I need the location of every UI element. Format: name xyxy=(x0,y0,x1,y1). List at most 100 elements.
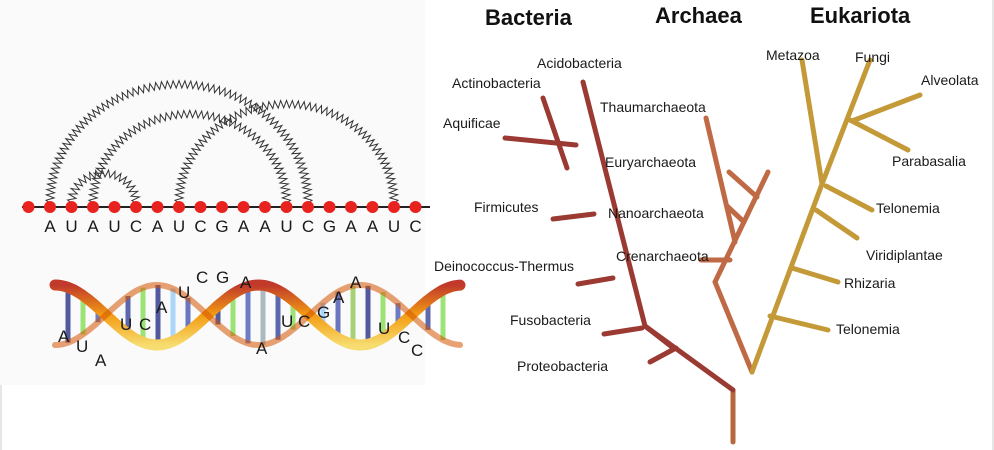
archaea-main-branch xyxy=(712,169,771,375)
sequence-letter: A xyxy=(238,217,250,236)
base-pair-arcs xyxy=(44,79,400,204)
nucleotide-node xyxy=(302,201,314,213)
nucleotide-node xyxy=(409,201,422,213)
taxon-alveolata: Alveolata xyxy=(921,72,979,88)
sequence-letter: A xyxy=(44,217,56,236)
eukariota-branch-telonemia-bottom xyxy=(767,313,831,333)
sequence-letter: A xyxy=(367,217,379,236)
bacteria-branch-proteobacteria xyxy=(642,323,675,350)
nucleotide-node xyxy=(173,201,185,213)
helix-letter: G xyxy=(317,303,330,322)
helix-letter: C xyxy=(196,268,208,287)
nucleotide-node xyxy=(366,201,379,213)
sequence-letter: G xyxy=(323,217,336,236)
sequence-letter: A xyxy=(259,217,271,236)
bacteria-branch-aquificae xyxy=(502,135,579,148)
taxon-actinobacteria: Actinobacteria xyxy=(452,75,541,91)
helix-letter: U xyxy=(281,312,293,331)
helix-letter: A xyxy=(58,327,70,346)
helix-letter: U xyxy=(120,315,132,334)
taxon-telonemia-2: Telonemia xyxy=(836,321,900,337)
sequence-letter: C xyxy=(130,217,142,236)
helix-letter: U xyxy=(178,283,190,302)
eukariota-branch-alveolata xyxy=(849,92,923,124)
bacteria-branch-actinobacteria xyxy=(540,95,570,171)
nucleotide-node xyxy=(388,201,400,213)
nucleotide-node xyxy=(65,201,78,213)
taxon-fusobacteria: Fusobacteria xyxy=(510,312,591,328)
taxon-thaumarchaeota: Thaumarchaeota xyxy=(600,99,706,115)
eukariota-branch-fungi xyxy=(819,57,873,187)
archaea-branch-thaumarchaeota xyxy=(703,115,738,245)
taxon-deinococcus-thermus: Deinococcus-Thermus xyxy=(434,258,574,274)
taxon-nanoarchaeota: Nanoarchaeota xyxy=(608,205,704,221)
bacteria-branch-deinococcus xyxy=(575,275,616,287)
nucleotide-node xyxy=(259,201,271,213)
sequence-letter: C xyxy=(409,217,421,236)
taxon-aquificae: Aquificae xyxy=(443,115,501,131)
helix-letter: C xyxy=(298,312,310,331)
helix-letter: G xyxy=(216,268,229,287)
nucleotide-node xyxy=(216,201,228,213)
taxon-metazoa: Metazoa xyxy=(766,47,820,63)
nucleotide-node xyxy=(280,201,293,213)
taxon-telonemia: Telonemia xyxy=(876,200,940,216)
taxon-parabasalia: Parabasalia xyxy=(892,153,966,169)
nucleotide-node xyxy=(44,201,56,213)
domain-label-eukariota: Eukariota xyxy=(810,3,911,28)
frame-right-border xyxy=(992,0,994,450)
sequence-letter: U xyxy=(388,217,400,236)
sequence-letter: G xyxy=(215,217,228,236)
helix-letter: A xyxy=(256,339,268,358)
sequence-letter: U xyxy=(108,217,120,236)
nucleotide-node xyxy=(345,201,357,213)
sequence-letter: U xyxy=(65,217,77,236)
nucleotide-nodes xyxy=(22,201,422,213)
sequence-letter: C xyxy=(302,217,314,236)
helix-letter: C xyxy=(411,341,423,360)
helix-letter: A xyxy=(350,273,362,292)
eukariota-branch-rhizaria xyxy=(789,265,841,285)
nucleotide-node xyxy=(151,201,164,213)
bacteria-branch-fusobacteria xyxy=(601,325,645,337)
base-pair-arc xyxy=(173,98,400,204)
nucleotide-node xyxy=(237,201,250,213)
base-pair-arc xyxy=(87,108,292,204)
taxon-proteobacteria: Proteobacteria xyxy=(517,358,608,374)
sequence-letter: A xyxy=(152,217,164,236)
eukariota-branch-parabasalia xyxy=(847,117,911,153)
bacteria-twig-proteobacteria xyxy=(647,345,679,365)
sequence-letter: A xyxy=(87,217,99,236)
helix-strand-back xyxy=(52,281,463,349)
taxon-euryarchaeota: Euryarchaeota xyxy=(605,154,696,170)
sequence-letter: U xyxy=(280,217,292,236)
taxon-firmicutes: Firmicutes xyxy=(474,199,539,215)
tree-of-life: Bacteria Archaea Eukariota xyxy=(434,3,979,445)
taxon-crenarchaeota: Crenarchaeota xyxy=(616,248,709,264)
nucleotide-node xyxy=(108,201,121,213)
taxon-fungi: Fungi xyxy=(855,49,890,65)
helix-letter: A xyxy=(95,351,107,370)
helix-letter: A xyxy=(240,273,252,292)
base-pair-arc xyxy=(44,79,314,204)
helix-strand-front xyxy=(49,279,466,351)
eukariota-branch-viridiplantae xyxy=(813,207,860,241)
helix-letter: A xyxy=(156,298,168,317)
nucleotide-node xyxy=(87,201,99,213)
eukariota-branch-telonemia-top xyxy=(823,183,875,213)
sequence-letter: U xyxy=(173,217,185,236)
nucleotide-node xyxy=(130,201,142,213)
helix-letter: A xyxy=(333,288,345,307)
helix-letter: C xyxy=(139,315,151,334)
helix-letter: U xyxy=(378,319,390,338)
nucleotide-node xyxy=(194,201,207,213)
domain-label-archaea: Archaea xyxy=(655,3,743,28)
nucleotide-node xyxy=(323,201,336,213)
base-pair-arc xyxy=(66,168,142,204)
helix-letter: C xyxy=(398,328,410,347)
sequence-letter: C xyxy=(194,217,206,236)
